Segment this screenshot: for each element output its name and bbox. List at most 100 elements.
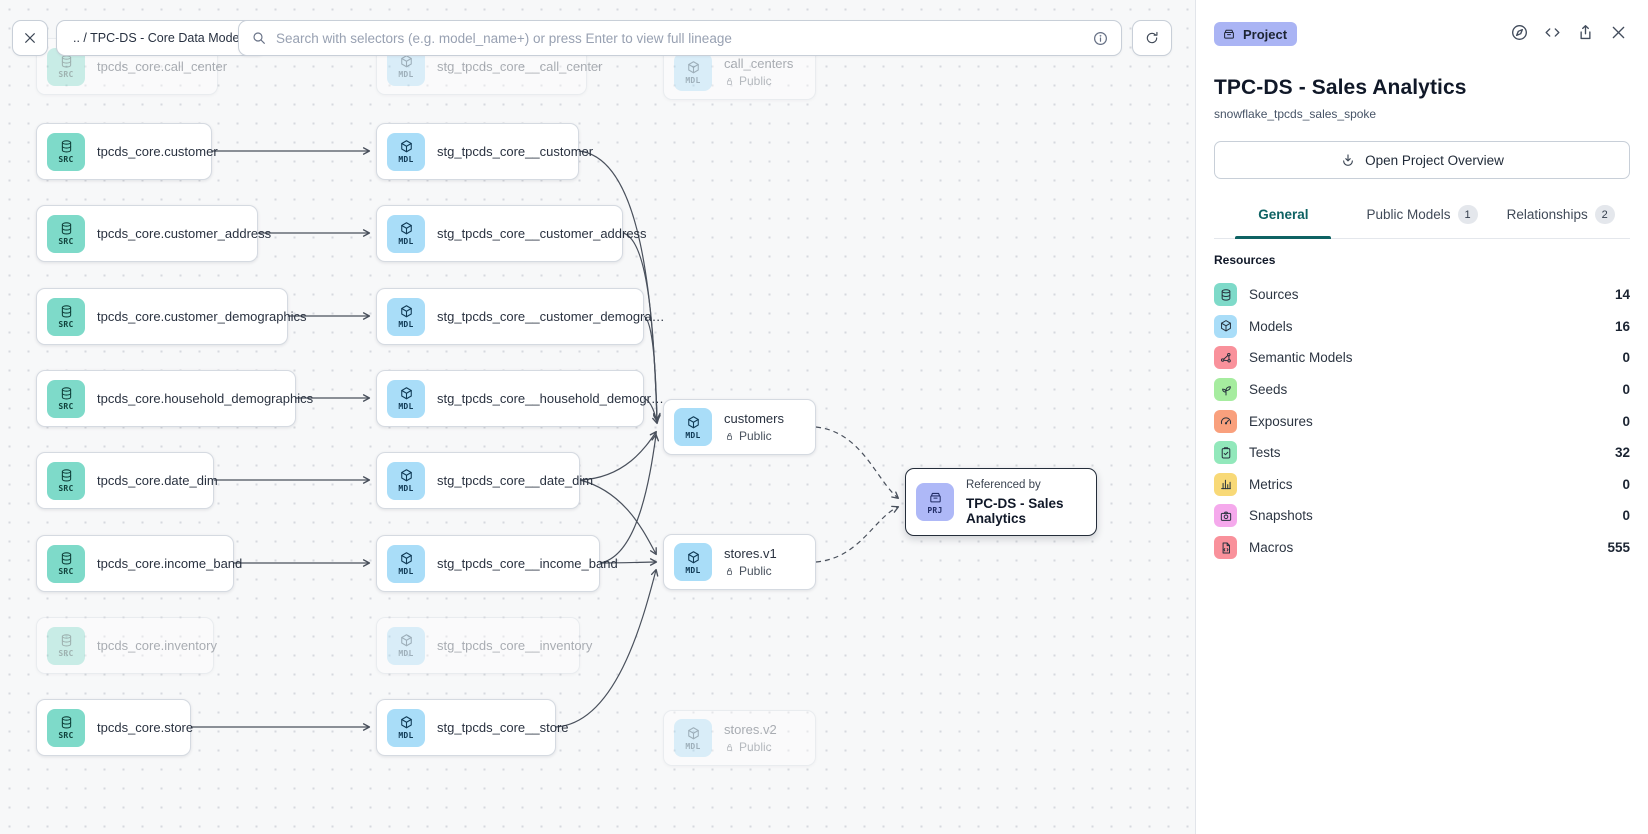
source-chip-database-icon: SRC [47,708,85,747]
node-label: stores.v1 [724,546,777,561]
breadcrumb[interactable]: .. / TPC-DS - Core Data Models [56,20,266,56]
source-chip-database-icon: SRC [47,544,85,583]
bar-chart-icon [1214,472,1237,496]
node-label: stg_tpcds_core__inventory [437,638,593,653]
cross-project-edge [815,505,900,563]
resource-count: 0 [1622,413,1630,429]
node-label: tpcds_core.call_center [97,59,228,74]
resource-row-exposures[interactable]: Exposures 0 [1214,405,1630,437]
model-chip-cube-icon: MDL [387,708,425,747]
close-button[interactable] [1606,20,1630,44]
share-button[interactable] [1573,20,1597,44]
database-icon [1214,283,1237,307]
model-chip-cube-icon: MDL [387,379,425,418]
search-icon [251,30,267,46]
share-icon [1576,23,1595,42]
lineage-edge [599,433,660,564]
resource-name: Sources [1249,287,1299,303]
resources-heading: Resources [1214,253,1276,267]
project-chip-archive-icon: PRJ [916,483,954,521]
overview-icon [1340,152,1356,168]
unlock-icon [724,431,735,442]
model-chip-cube-icon: MDL [387,544,425,583]
model-chip-cube-icon: MDL [387,214,425,253]
unlock-icon [724,742,735,753]
close-lineage-button[interactable] [12,20,48,56]
resource-count: 16 [1614,318,1630,334]
search-input[interactable]: Search with selectors (e.g. model_name+)… [238,20,1122,56]
unlock-icon [724,566,735,577]
tab-general[interactable]: General [1214,192,1353,238]
resource-name: Models [1249,318,1293,334]
resource-row-models[interactable]: Models 16 [1214,311,1630,343]
public-access-label: Public [724,740,777,754]
source-chip-database-icon: SRC [47,461,85,500]
tab-count-badge: 2 [1594,205,1615,224]
node-label: stg_tpcds_core__date_dim [437,473,594,488]
node-stg_date_dim[interactable]: MDL stg_tpcds_core__date_dim [376,452,593,509]
cross-project-edge [815,426,900,499]
compass-button[interactable] [1507,20,1531,44]
referenced-by-label: Referenced by [966,478,1041,491]
unlock-icon [724,76,735,87]
source-chip-database-icon: SRC [47,132,85,171]
refresh-lineage-button[interactable] [1132,20,1172,56]
project-node-prj_sales_analytics[interactable]: PRJ Referenced by TPC-DS - Sales Analytics [905,468,1097,536]
tab-label: Public Models [1366,207,1451,222]
referenced-project-name: TPC-DS - Sales Analytics [966,495,1064,526]
node-label: stg_tpcds_core__customer [437,144,594,159]
resource-name: Exposures [1249,413,1313,429]
search-placeholder: Search with selectors (e.g. model_name+)… [276,30,732,46]
model-chip-cube-icon: MDL [387,461,425,500]
open-project-overview-button[interactable]: Open Project Overview [1214,141,1630,179]
resource-name: Snapshots [1249,508,1313,524]
project-archive-icon [1222,27,1236,41]
breadcrumb-label: .. / TPC-DS - Core Data Models [73,31,249,45]
node-stg_customer_address[interactable]: MDL stg_tpcds_core__customer_address [376,205,647,262]
info-icon[interactable] [1092,30,1109,47]
node-src_customer_demographics[interactable]: SRC tpcds_core.customer_demographics [36,288,307,345]
source-chip-database-icon: SRC [47,297,85,336]
resource-row-sources[interactable]: Sources 14 [1214,279,1630,311]
model-chip-cube-icon: MDL [674,543,712,581]
model-chip-cube-icon: MDL [674,408,712,446]
refresh-icon [1144,30,1160,46]
node-src_date_dim[interactable]: SRC tpcds_core.date_dim [36,452,218,509]
node-label: tpcds_core.store [97,720,194,735]
cube-icon [1214,314,1237,338]
node-label: stg_tpcds_core__customer_address [437,226,647,241]
resource-count: 14 [1614,287,1630,303]
node-src_store[interactable]: SRC tpcds_core.store [36,699,194,756]
node-label: stores.v2 [724,722,777,737]
code-button[interactable] [1540,20,1564,44]
resource-count: 32 [1614,445,1630,461]
node-label: tpcds_core.date_dim [97,473,218,488]
compass-icon [1510,23,1529,42]
node-label: tpcds_core.customer_demographics [97,309,307,324]
public-access-label: Public [724,429,784,443]
